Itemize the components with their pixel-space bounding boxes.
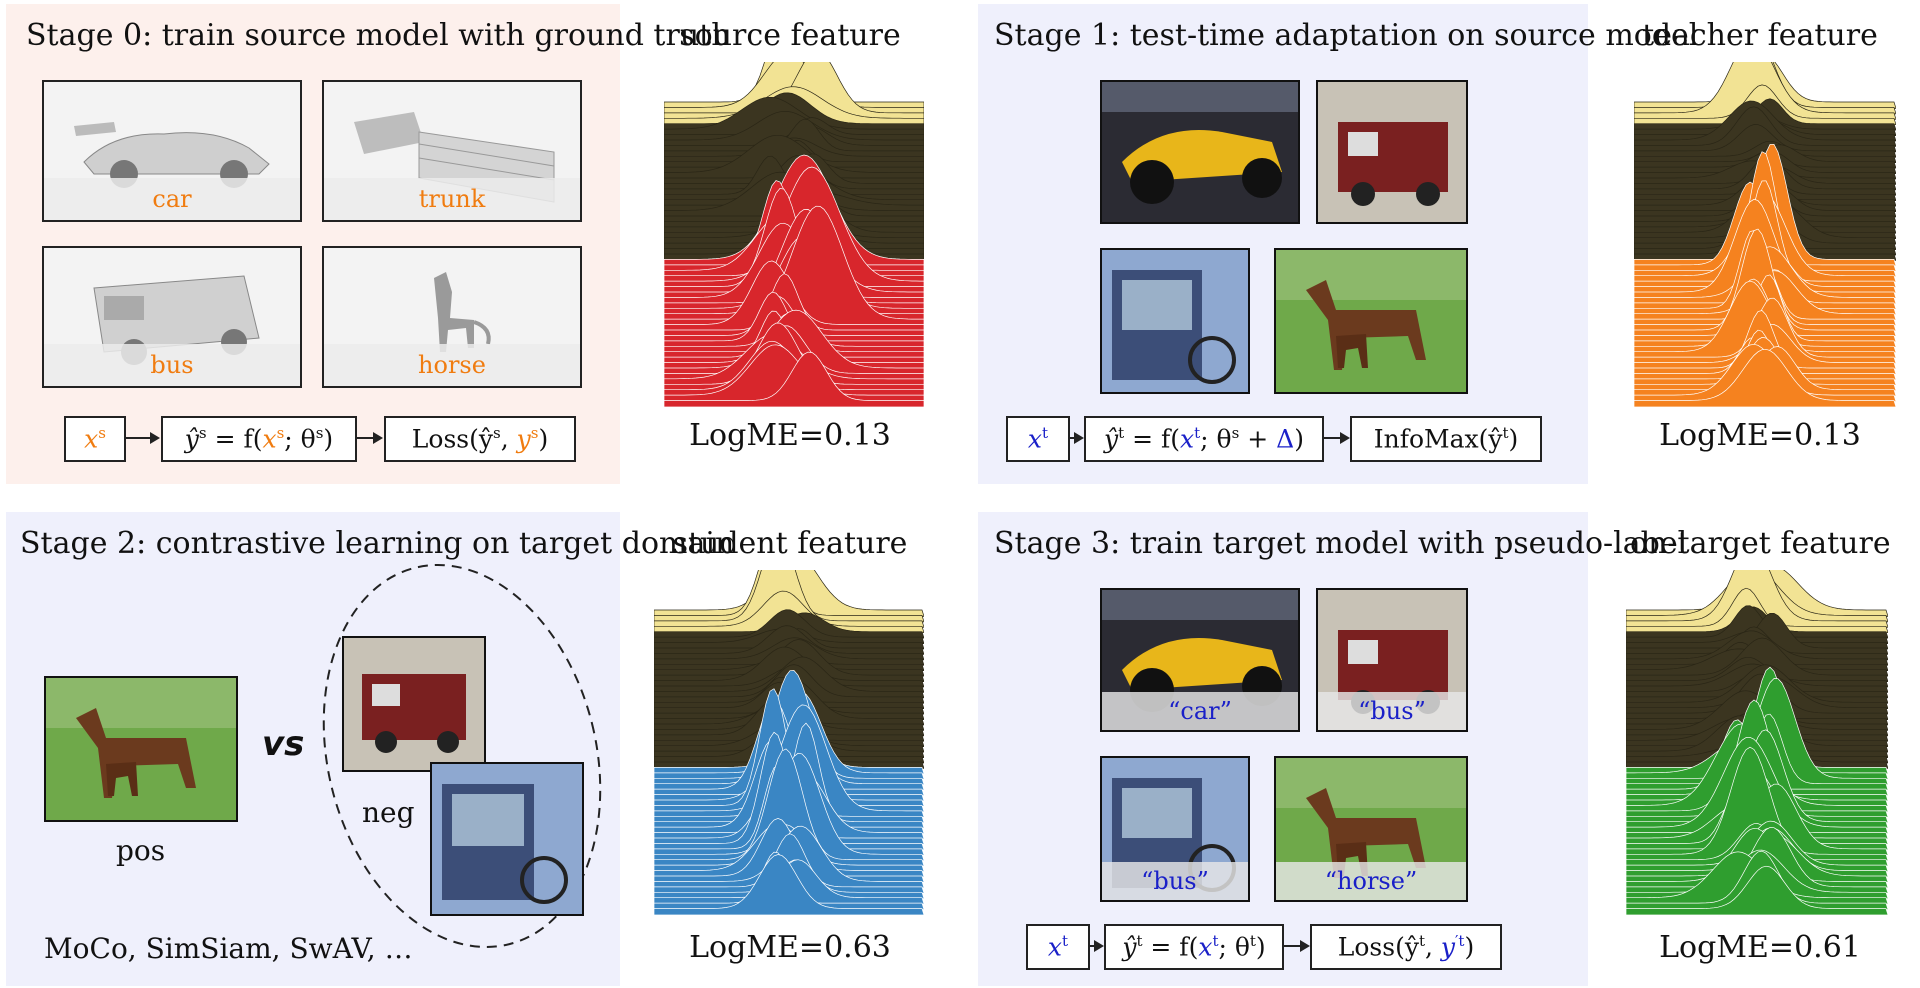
- stage3-panel: Stage 3: train target model with pseudo-…: [978, 512, 1687, 986]
- stage2-panel: Stage 2: contrastive learning on target …: [6, 512, 734, 986]
- label-trunk: trunk: [324, 178, 580, 220]
- ridge-line: [1634, 348, 1896, 408]
- methods-label: MoCo, SimSiam, SwAV, …: [44, 932, 413, 965]
- label-horse: horse: [324, 344, 580, 386]
- stage1-infomax-box: InfoMax(ŷt): [1350, 416, 1542, 462]
- source-feature-ridgeplot: [664, 62, 924, 408]
- pseudo-label-firetruck: “bus”: [1318, 692, 1466, 730]
- photo-horse: “horse”: [1274, 756, 1468, 902]
- neg-label: neg: [362, 796, 415, 829]
- arrow: [1088, 940, 1104, 952]
- label-bus: bus: [44, 344, 300, 386]
- stage2-title: Stage 2: contrastive learning on target …: [20, 526, 735, 561]
- stage1-title: Stage 1: test-time adaptation on source …: [994, 18, 1699, 53]
- label-car: car: [44, 178, 300, 220]
- negative-set-ellipse: [322, 563, 602, 949]
- render-horse: horse: [322, 246, 582, 388]
- firetruck-photo-icon: [1318, 82, 1466, 222]
- stage3-model-box: ŷt = f(xt; θt): [1104, 924, 1284, 970]
- stage0-model-box: ŷs = f(xs; θs): [161, 416, 357, 462]
- arrow: [1282, 940, 1310, 952]
- source-logme: LogME=0.13: [689, 418, 891, 453]
- ridge-line: [1626, 746, 1888, 862]
- pseudo-label-horse: “horse”: [1276, 862, 1466, 900]
- ridge-line: [1634, 124, 1896, 158]
- stage3-title: Stage 3: train target model with pseudo-…: [994, 526, 1688, 561]
- teacher-feature-title: teacher feature: [1642, 18, 1878, 53]
- pos-label: pos: [116, 834, 166, 867]
- arrow: [1322, 432, 1350, 444]
- arrow: [124, 432, 160, 444]
- source-feature-title: source feature: [679, 18, 901, 53]
- stage0-title: Stage 0: train source model with ground …: [26, 18, 731, 53]
- bus-photo-icon: [1102, 250, 1248, 392]
- photo-horse: [1274, 248, 1468, 394]
- photo-neg-bus: [430, 762, 584, 916]
- student-feature-title: student feature: [672, 526, 908, 561]
- ridge-line: [654, 748, 924, 867]
- horse-photo-icon: [46, 678, 236, 820]
- stage1-input-box: xt: [1006, 416, 1070, 462]
- photo-bus: “bus”: [1100, 756, 1250, 902]
- ridge-line: [664, 273, 924, 337]
- stage0-input-box: xs: [64, 416, 126, 462]
- pseudo-label-car: “car”: [1102, 692, 1298, 730]
- ridge-line: [1626, 865, 1888, 916]
- horse-photo-icon: [1276, 250, 1466, 392]
- bus-photo-icon: [432, 764, 582, 914]
- teacher-feature-ridgeplot: [1634, 62, 1896, 408]
- stage0-panel: Stage 0: train source model with ground …: [6, 4, 731, 484]
- photo-car: “car”: [1100, 588, 1300, 732]
- photo-firetruck: “bus”: [1316, 588, 1468, 732]
- stage3-loss-box: Loss(ŷt, y′t): [1310, 924, 1502, 970]
- firetruck-photo-icon: [344, 638, 484, 770]
- ridge-line: [1626, 605, 1888, 644]
- render-bus: bus: [42, 246, 302, 388]
- photo-firetruck: [1316, 80, 1468, 224]
- yellow-car-photo-icon: [1102, 82, 1298, 222]
- photo-neg-firetruck: [342, 636, 486, 772]
- stage1-panel: Stage 1: test-time adaptation on source …: [978, 4, 1698, 484]
- teacher-logme: LogME=0.13: [1659, 418, 1861, 453]
- photo-car: [1100, 80, 1300, 224]
- on-target-feature-ridgeplot: [1626, 570, 1888, 916]
- stage3-input-box: xt: [1026, 924, 1090, 970]
- arrow: [1068, 432, 1084, 444]
- arrow: [355, 432, 383, 444]
- photo-pos-horse: [44, 676, 238, 822]
- pseudo-label-bus: “bus”: [1102, 862, 1248, 900]
- render-trunk: trunk: [322, 80, 582, 222]
- on-target-logme: LogME=0.61: [1659, 930, 1861, 965]
- stage1-model-box: ŷt = f(xt; θs + Δ): [1084, 416, 1324, 462]
- student-logme: LogME=0.63: [689, 930, 891, 965]
- ridge-line: [664, 205, 924, 326]
- ridge-line: [654, 854, 924, 916]
- student-feature-ridgeplot: [654, 570, 924, 916]
- on-target-feature-title: on-target feature: [1630, 526, 1891, 561]
- stage0-loss-box: Loss(ŷs, ys): [384, 416, 576, 462]
- vs-label: vs: [262, 724, 305, 764]
- render-car: car: [42, 80, 302, 222]
- ridge-line: [664, 351, 924, 408]
- photo-bus: [1100, 248, 1250, 394]
